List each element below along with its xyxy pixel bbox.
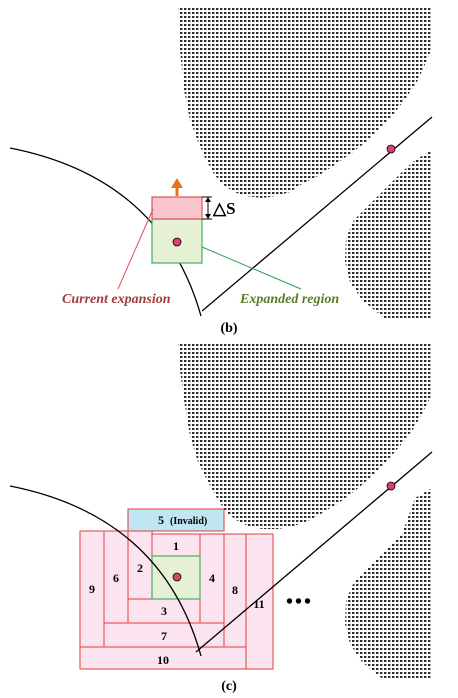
obstacle-bottom-c <box>345 488 432 680</box>
leader-expanded-region <box>201 246 302 290</box>
panel-b-caption: (b) <box>220 321 237 336</box>
arc-curve-c <box>9 485 202 657</box>
box-label-5-suffix: (Invalid) <box>170 516 207 527</box>
leader-current-expansion <box>117 208 154 290</box>
box-label-5-number: 5 <box>158 513 164 527</box>
region-box-6 <box>103 530 129 624</box>
node-current-c <box>172 572 182 582</box>
region-box-7 <box>103 622 225 648</box>
panel-b: △S Current expansion Expanded region (b) <box>9 6 433 336</box>
expansion-arrow-icon <box>171 178 183 196</box>
panel-c: 1 2 3 4 5 (Invalid) 6 7 8 9 10 11 ••• (c… <box>9 343 433 694</box>
region-box-5-invalid <box>127 508 225 532</box>
current-expansion-box <box>151 196 203 220</box>
region-box-4 <box>199 533 225 624</box>
expanded-region-label: Expanded region <box>239 292 339 307</box>
box-label-2: 2 <box>137 561 143 575</box>
ellipsis: ••• <box>286 591 313 613</box>
region-box-9 <box>79 530 105 648</box>
arc-curve-b <box>9 147 202 317</box>
node-current-b <box>172 237 182 247</box>
obstacle-bottom-b <box>345 150 432 318</box>
region-box-11 <box>245 533 274 670</box>
panel-c-caption: (c) <box>221 679 237 694</box>
box-label-10: 10 <box>157 653 169 667</box>
current-expansion-label: Current expansion <box>62 292 171 307</box>
box-label-7: 7 <box>161 629 167 643</box>
box-label-5: 5 (Invalid) <box>158 513 207 527</box>
box-label-4: 4 <box>209 571 215 585</box>
box-label-8: 8 <box>232 583 238 597</box>
box-label-9: 9 <box>89 582 95 596</box>
box-label-6: 6 <box>113 571 119 585</box>
node-goal-b <box>386 144 396 154</box>
node-goal-c <box>386 481 396 491</box>
delta-s-dimension <box>202 196 212 220</box>
obstacle-top-b <box>178 6 432 198</box>
box-label-1: 1 <box>173 539 179 553</box>
box-label-11: 11 <box>253 597 264 611</box>
box-label-3: 3 <box>161 604 167 618</box>
delta-s-label: △S <box>212 199 236 218</box>
obstacle-top-c <box>178 343 432 529</box>
